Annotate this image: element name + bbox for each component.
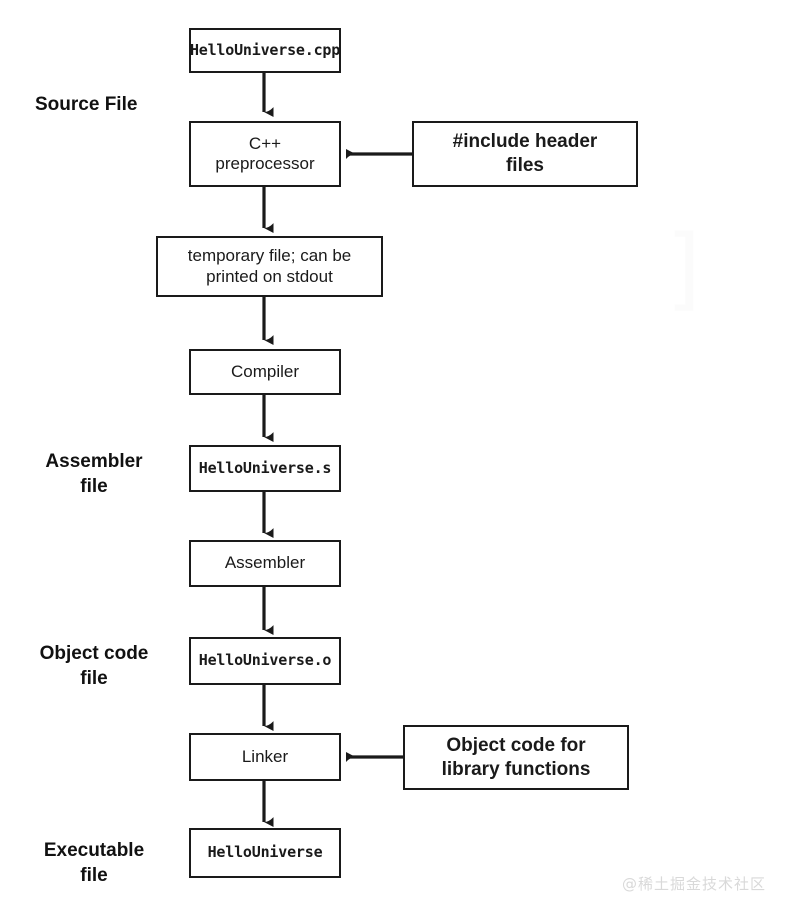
- stage-label-object-code-file: Object code file: [39, 643, 149, 689]
- node-hello-universe[interactable]: HelloUniverse: [189, 828, 341, 878]
- node-temporary-file[interactable]: temporary file; can be printed on stdout: [156, 236, 383, 297]
- node-compiler[interactable]: Compiler: [189, 349, 341, 395]
- node-hello-universe-cpp[interactable]: HelloUniverse.cpp: [189, 28, 341, 73]
- stage-label-source-file: Source File: [35, 94, 138, 115]
- node-cpp-preprocessor[interactable]: C++ preprocessor: [189, 121, 341, 187]
- node-linker[interactable]: Linker: [189, 733, 341, 781]
- faint-watermark-mark: ]: [666, 216, 702, 321]
- note-object-code-for-library-functions[interactable]: Object code for library functions: [403, 725, 629, 790]
- note-include-header-files[interactable]: #include header files: [412, 121, 638, 187]
- stage-label-executable-file: Executable file: [43, 840, 145, 886]
- stage-label-assembler-file: Assembler file: [45, 451, 143, 497]
- watermark-text: @稀土掘金技术社区: [622, 875, 767, 893]
- node-assembler[interactable]: Assembler: [189, 540, 341, 587]
- node-hello-universe-o[interactable]: HelloUniverse.o: [189, 637, 341, 685]
- node-hello-universe-s[interactable]: HelloUniverse.s: [189, 445, 341, 492]
